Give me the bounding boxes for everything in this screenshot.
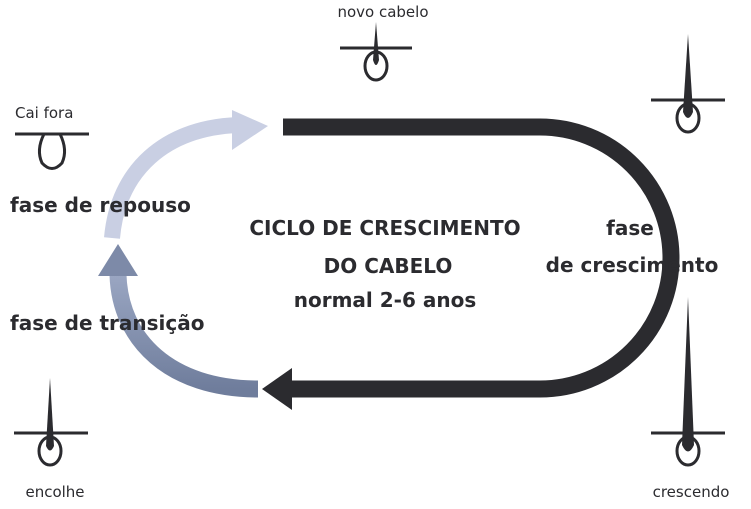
- label-new-hair: novo cabelo: [337, 3, 428, 21]
- transition-phase-arrow: [98, 244, 259, 398]
- shrinking-hair-icon: [14, 378, 88, 467]
- growth-phase-arrow: [262, 118, 680, 410]
- growing-hair-icon: [651, 297, 725, 467]
- label-transition-phase: fase de transição: [10, 311, 204, 335]
- growing-hair-icon-top: [651, 34, 725, 134]
- label-shrinks: encolhe: [25, 483, 84, 501]
- label-growing: crescendo: [653, 483, 730, 501]
- cycle-title-line1: CICLO DE CRESCIMENTO: [249, 216, 520, 240]
- label-growth-phase-line1: fase: [606, 216, 654, 240]
- cycle-duration: normal 2-6 anos: [294, 288, 476, 312]
- label-falls-out: Cai fora: [15, 104, 73, 122]
- label-growth-phase-line2: de crescimento: [546, 253, 719, 277]
- falling-hair-icon: [15, 132, 89, 170]
- cycle-title-line2: DO CABELO: [324, 254, 453, 278]
- new-hair-icon: [340, 22, 412, 82]
- label-rest-phase: fase de repouso: [10, 193, 191, 217]
- rest-phase-arrow: [104, 110, 268, 239]
